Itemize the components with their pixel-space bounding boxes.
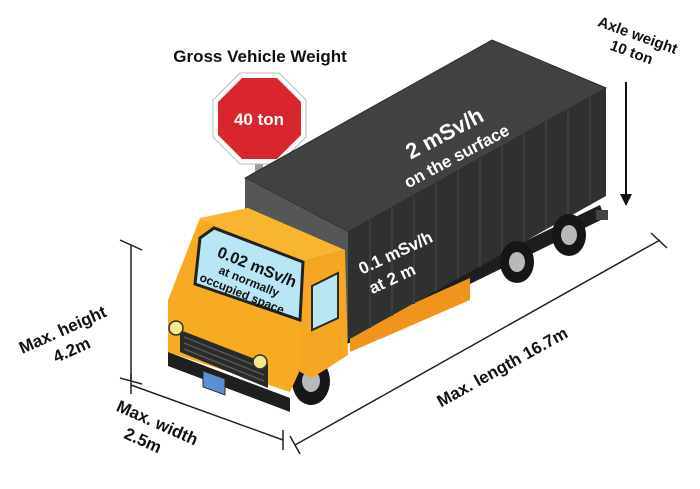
rear-bumper	[596, 210, 608, 220]
height-label: Max. height 4.2m	[16, 302, 109, 366]
license-plate	[202, 370, 226, 396]
width-dimension-line	[130, 374, 284, 450]
sign-weight-value: 40 ton	[234, 110, 284, 129]
rear-wheel-1	[500, 241, 534, 283]
axle-weight-arrow-head	[620, 194, 632, 206]
front-bumper	[168, 352, 290, 412]
rear-wheel-2	[552, 214, 586, 256]
length-dimension-line	[289, 232, 668, 455]
length-label-text: Max. length 16.7m	[434, 323, 571, 411]
cab-roof	[200, 208, 345, 262]
axle-weight-label: Axle weight 10 ton	[595, 14, 679, 69]
headlight-left	[168, 320, 184, 336]
width-label: Max. width 2.5m	[114, 397, 201, 458]
stop-sign-face	[218, 78, 301, 159]
windshield	[193, 226, 305, 323]
side-window	[311, 271, 339, 332]
height-dimension-line	[119, 239, 143, 385]
length-label: Max. length 16.7m	[434, 323, 571, 411]
gross-weight-title: Gross Vehicle Weight	[173, 47, 347, 66]
container-side-face	[348, 88, 606, 340]
headlight-right	[252, 354, 268, 370]
side-skirt	[350, 278, 470, 352]
grille-slats	[183, 336, 265, 382]
container-corrugation	[369, 97, 591, 328]
